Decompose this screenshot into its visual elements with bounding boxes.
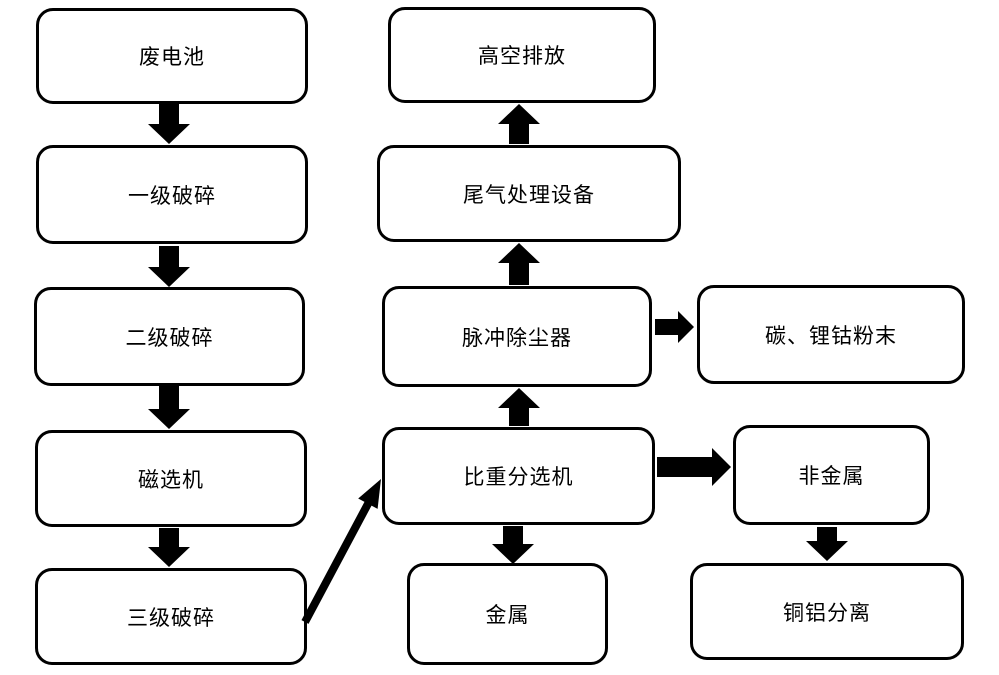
arrow-gravity-separator-to-pulse-dust [498, 388, 540, 426]
arrow-secondary-crushing-to-magnetic-separator [148, 386, 190, 429]
arrow-pulse-dust-to-exhaust-treatment [498, 243, 540, 285]
arrow-primary-to-secondary-crushing [148, 246, 190, 287]
node-magnetic-separator: 磁选机 [35, 430, 307, 527]
arrow-magnetic-separator-to-tertiary-crushing [148, 528, 190, 567]
node-copper-aluminum-separation: 铜铝分离 [690, 563, 964, 660]
arrow-pulse-dust-to-carbon-powder [655, 311, 694, 343]
node-exhaust-gas-treatment: 尾气处理设备 [377, 145, 681, 242]
node-secondary-crushing: 二级破碎 [34, 287, 305, 386]
node-non-metal: 非金属 [733, 425, 930, 525]
node-tertiary-crushing: 三级破碎 [35, 568, 307, 665]
node-pulse-dust-collector: 脉冲除尘器 [382, 286, 652, 387]
node-waste-battery: 废电池 [36, 8, 308, 104]
arrow-exhaust-treatment-to-high-altitude [498, 104, 540, 144]
arrow-non-metal-to-copper-aluminum [806, 527, 848, 561]
node-gravity-separator: 比重分选机 [382, 427, 655, 525]
arrow-waste-battery-to-primary-crushing [148, 104, 190, 144]
arrow-tertiary-crushing-to-gravity-separator [301, 479, 381, 624]
arrow-gravity-separator-to-metal [492, 526, 534, 564]
node-high-altitude-discharge: 高空排放 [388, 7, 656, 103]
arrow-gravity-separator-to-non-metal [657, 448, 731, 486]
node-primary-crushing: 一级破碎 [36, 145, 308, 244]
node-carbon-lithium-cobalt-powder: 碳、锂钴粉末 [697, 285, 965, 384]
node-metal: 金属 [407, 563, 608, 665]
